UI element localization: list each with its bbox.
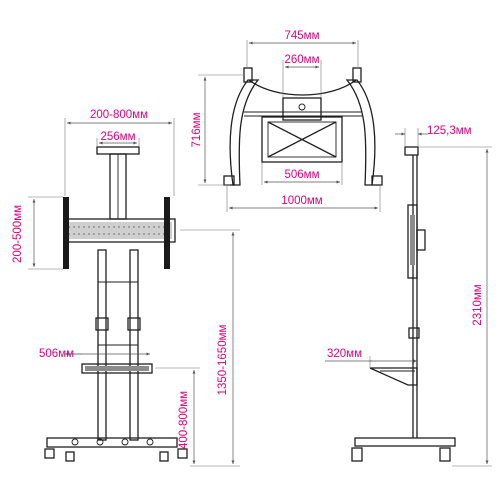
front-base: [46, 437, 178, 448]
dim-top-shelf: 506мм: [285, 169, 320, 181]
top-base-left-leg: [229, 79, 260, 186]
dim-top-depth: 716мм: [191, 112, 203, 147]
dim-front-vesa-w: 200-800мм: [90, 109, 148, 121]
side-view: 125,3мм 2310мм 320мм: [325, 125, 492, 467]
front-shelf: [81, 363, 153, 374]
side-wheel-right: [439, 447, 451, 462]
side-shelf: [369, 367, 418, 386]
top-base-front-arc: [248, 79, 357, 96]
front-arm-right: [164, 197, 170, 269]
front-wheel-right: [177, 448, 188, 459]
dim-front-vesa-h: 200-500мм: [12, 205, 24, 263]
side-wheel-left: [351, 447, 363, 462]
dim-top-width: 745мм: [285, 30, 320, 42]
top-shelf: [261, 116, 343, 163]
dim-front-shelf: 506мм: [39, 348, 74, 360]
top-column: [282, 97, 322, 121]
top-view: 745мм 260мм 716мм 506мм 1000мм: [191, 30, 383, 212]
dim-front-shelf-height: 400-800мм: [178, 391, 190, 449]
dim-top-base: 1000мм: [281, 195, 322, 207]
dim-side-total: 2310мм: [472, 284, 484, 325]
front-top-plate: [96, 146, 140, 155]
front-view: 200-800мм 256мм 200-500мм 506мм 1350-165…: [12, 109, 240, 467]
dim-side-shelf: 320мм: [327, 348, 362, 360]
dim-side-offset: 125,3мм: [427, 125, 472, 137]
front-arm-left: [63, 197, 69, 269]
side-top-cap: [404, 146, 419, 156]
dim-front-plate: 256мм: [101, 131, 136, 143]
top-caster-br: [371, 175, 383, 186]
front-wheel-left: [44, 448, 55, 459]
side-base: [354, 437, 456, 447]
top-caster-right: [352, 67, 362, 83]
dim-front-height: 1350-1650мм: [217, 325, 229, 396]
top-base-right-leg: [345, 79, 376, 186]
dim-top-mount: 260мм: [285, 54, 320, 66]
